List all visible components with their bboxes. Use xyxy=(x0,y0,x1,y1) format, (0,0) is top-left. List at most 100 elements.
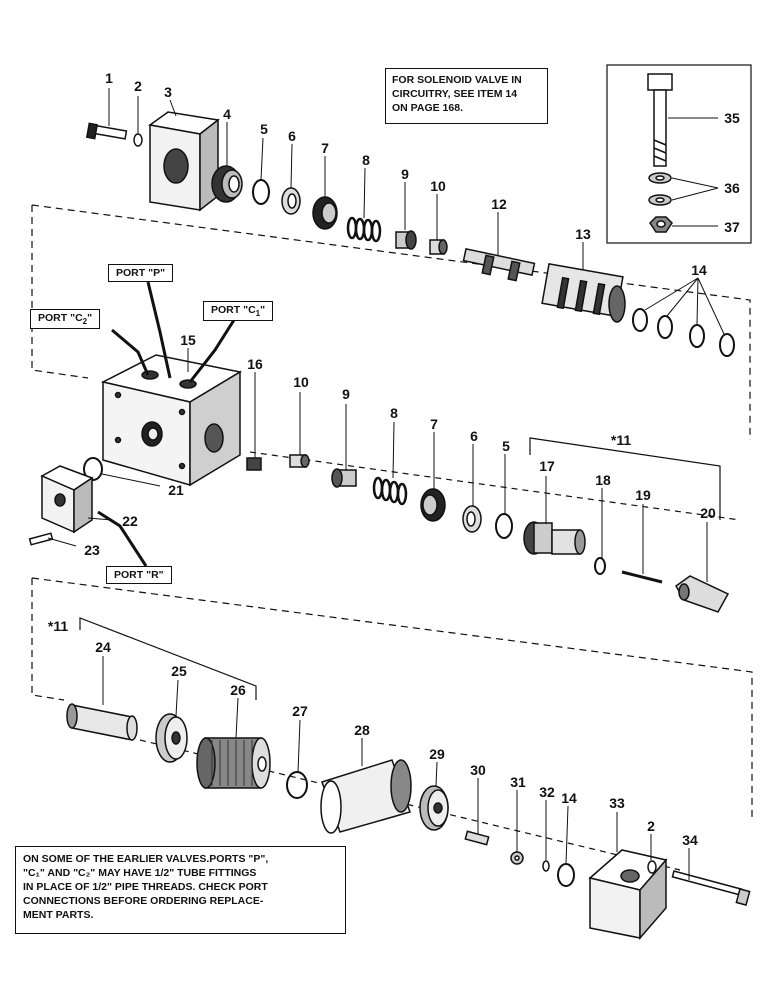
callout-24: 24 xyxy=(95,639,111,655)
callout-7: 7 xyxy=(321,140,329,156)
middle-dashed-line xyxy=(249,451,741,521)
part-14-orings-upper xyxy=(632,308,735,357)
callout-37: 37 xyxy=(724,219,740,235)
part-26-coil xyxy=(196,737,271,789)
port-r-label: PORT "R" xyxy=(106,566,172,584)
part-33-end-cover xyxy=(588,849,668,941)
part-7-retainer-lower xyxy=(420,488,446,522)
part-23-screw xyxy=(28,532,54,546)
inset-box xyxy=(606,64,752,244)
callout-29: 29 xyxy=(429,746,445,762)
part-30-stud xyxy=(464,830,490,846)
callout-18: 18 xyxy=(595,472,611,488)
part-9-seat xyxy=(395,230,417,250)
part-8-spring-lower xyxy=(372,476,408,506)
callout-10-lower: 10 xyxy=(293,374,309,390)
part-8-spring xyxy=(346,216,382,243)
upper-dashed-boundary xyxy=(31,204,751,440)
callout-15: 15 xyxy=(180,332,196,348)
part-21-oring xyxy=(83,457,103,481)
part-13-sleeve xyxy=(541,263,626,323)
part-32-ring xyxy=(542,860,550,872)
callout-14-lower: 14 xyxy=(561,790,577,806)
callout-3: 3 xyxy=(164,84,172,100)
callout-1: 1 xyxy=(105,70,113,86)
part-7-retainer xyxy=(312,196,338,230)
callout-11-upper: *11 xyxy=(610,432,632,448)
bracket-11-upper xyxy=(529,437,721,520)
part-6-washer-lower xyxy=(462,505,482,533)
lower-dashed-boundary xyxy=(31,577,753,820)
callout-9-lower: 9 xyxy=(342,386,350,402)
callout-26: 26 xyxy=(230,682,246,698)
part-22-cover xyxy=(40,465,94,534)
part-36-washers xyxy=(648,172,672,206)
callout-36: 36 xyxy=(724,180,740,196)
callout-28: 28 xyxy=(354,722,370,738)
part-28-housing xyxy=(320,759,412,834)
lower-dashed-boundary-left xyxy=(31,578,65,701)
part-37-nut xyxy=(649,216,673,233)
part-5-oring xyxy=(252,179,270,205)
part-3-end-plate xyxy=(148,111,220,212)
callout-35: 35 xyxy=(724,110,740,126)
callout-27: 27 xyxy=(292,703,308,719)
callout-10: 10 xyxy=(430,178,446,194)
part-2-washer xyxy=(133,133,143,147)
port-c2-label: PORT "C2" xyxy=(30,309,101,330)
part-16-plug xyxy=(246,457,262,471)
callout-31: 31 xyxy=(510,774,526,790)
callout-6: 6 xyxy=(288,128,296,144)
part-14-oring-lower xyxy=(557,863,575,887)
part-1-bolt xyxy=(85,122,128,140)
part-35-bolt xyxy=(647,73,673,167)
callout-2: 2 xyxy=(134,78,142,94)
part-19-pin xyxy=(621,570,663,584)
callout-21: 21 xyxy=(168,482,184,498)
callout-19: 19 xyxy=(635,487,651,503)
bracket-11-lower xyxy=(79,617,257,700)
callout-33: 33 xyxy=(609,795,625,811)
part-34-bolt xyxy=(671,870,751,906)
callout-30: 30 xyxy=(470,762,486,778)
callout-13: 13 xyxy=(575,226,591,242)
part-20-cap xyxy=(675,575,730,613)
callout-6-lower: 6 xyxy=(470,428,478,444)
callout-5-lower: 5 xyxy=(502,438,510,454)
part-10-plug xyxy=(429,239,448,255)
part-27-oring xyxy=(286,771,308,799)
callout-9: 9 xyxy=(401,166,409,182)
callout-8-lower: 8 xyxy=(390,405,398,421)
callout-34: 34 xyxy=(682,832,698,848)
callout-11-lower: *11 xyxy=(47,618,69,634)
part-15-valve-body xyxy=(100,354,243,487)
part-17-plunger xyxy=(523,521,586,555)
part-10-plug-lower xyxy=(289,454,310,468)
callout-4: 4 xyxy=(223,106,231,122)
callout-22: 22 xyxy=(122,513,138,529)
part-4-seal xyxy=(211,165,243,203)
part-31-washer xyxy=(510,851,524,865)
part-5-oring-lower xyxy=(495,513,513,539)
part-9-seat-lower xyxy=(331,468,357,488)
earlier-valves-note: ON SOME OF THE EARLIER VALVES.PORTS "P",… xyxy=(15,846,346,934)
callout-8: 8 xyxy=(362,152,370,168)
upper-dashed-boundary-left xyxy=(31,205,89,379)
callout-32: 32 xyxy=(539,784,555,800)
callout-17: 17 xyxy=(539,458,555,474)
callout-16: 16 xyxy=(247,356,263,372)
part-18-oring xyxy=(594,557,606,575)
port-c1-label: PORT "C1" xyxy=(203,301,274,322)
callout-20: 20 xyxy=(700,505,716,521)
part-29-cap xyxy=(419,785,449,831)
part-25-disc xyxy=(155,713,188,763)
solenoid-note: FOR SOLENOID VALVE IN CIRCUITRY, SEE ITE… xyxy=(385,68,548,124)
part-6-washer xyxy=(281,187,301,215)
callout-5: 5 xyxy=(260,121,268,137)
part-2-washer-lower xyxy=(647,860,657,874)
callout-25: 25 xyxy=(171,663,187,679)
callout-2-lower: 2 xyxy=(647,818,655,834)
callout-12: 12 xyxy=(491,196,507,212)
callout-7-lower: 7 xyxy=(430,416,438,432)
